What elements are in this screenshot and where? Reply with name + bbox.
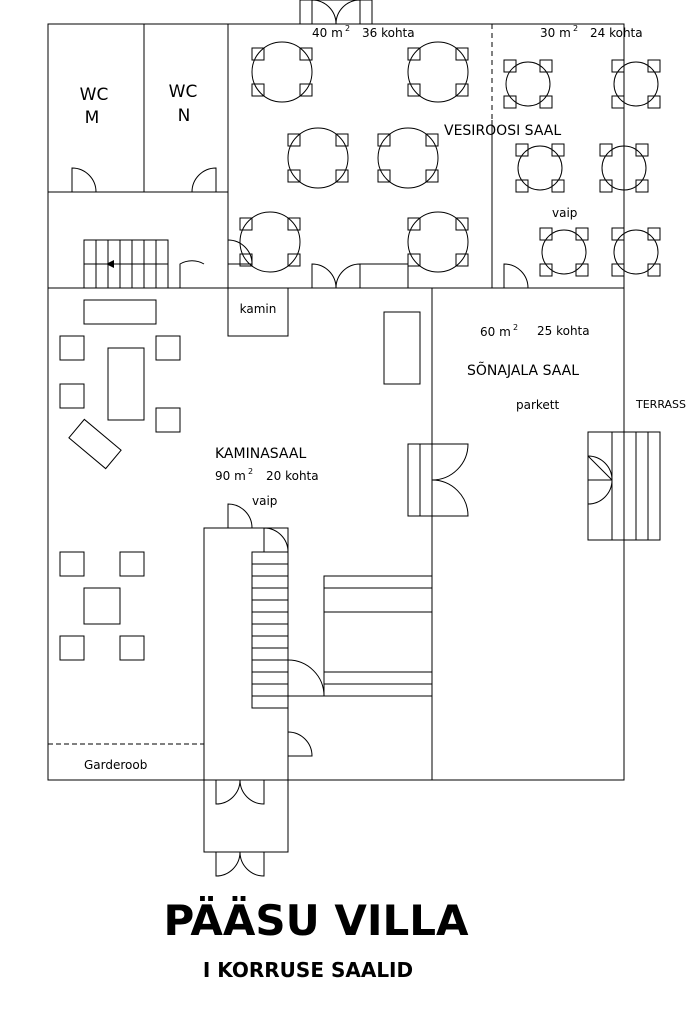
chair bbox=[539, 95, 553, 109]
round-table bbox=[251, 41, 313, 103]
chair bbox=[551, 143, 565, 157]
stairs-upper bbox=[83, 239, 169, 289]
vesiroosi-area-sup: 2 bbox=[573, 24, 578, 33]
chair bbox=[539, 263, 553, 277]
chair bbox=[239, 253, 253, 267]
chair bbox=[335, 169, 349, 183]
chair bbox=[611, 95, 625, 109]
small-table bbox=[599, 143, 649, 193]
hall40-area: 40 m bbox=[312, 26, 343, 40]
wc-m-line1: WC bbox=[80, 85, 109, 105]
sonajala-area-sup: 2 bbox=[513, 323, 518, 332]
chair bbox=[455, 47, 469, 61]
chair bbox=[611, 227, 625, 241]
lower-block-outline bbox=[47, 287, 625, 781]
sonajala-floor: parkett bbox=[516, 398, 560, 412]
chair bbox=[647, 59, 661, 73]
chair bbox=[455, 253, 469, 267]
chair bbox=[599, 179, 613, 193]
chair bbox=[407, 253, 421, 267]
wc-m-line2: M bbox=[85, 108, 100, 128]
vesiroosi-name: VESIROOSI SAAL bbox=[444, 123, 561, 139]
small-table bbox=[611, 227, 661, 277]
vesiroosi-area: 30 m bbox=[540, 26, 571, 40]
round-table bbox=[239, 211, 301, 273]
kamin-box bbox=[227, 287, 289, 337]
chair bbox=[239, 217, 253, 231]
page-subtitle: I KORRUSE SAALID bbox=[203, 958, 413, 982]
chair bbox=[377, 169, 391, 183]
hall40-seats: 36 kohta bbox=[362, 26, 415, 40]
top-block-outline bbox=[47, 23, 625, 289]
round-table bbox=[407, 41, 469, 103]
terrass-label: TERRASS bbox=[635, 398, 686, 411]
kaminasaal-area-sup: 2 bbox=[248, 467, 253, 476]
chair bbox=[599, 143, 613, 157]
chair bbox=[539, 59, 553, 73]
chair bbox=[647, 263, 661, 277]
chair bbox=[503, 95, 517, 109]
chair bbox=[515, 179, 529, 193]
sonajala-area: 60 m bbox=[480, 325, 511, 339]
chair bbox=[299, 83, 313, 97]
round-table bbox=[287, 127, 349, 189]
terrace-steps bbox=[587, 431, 661, 541]
chair bbox=[335, 133, 349, 147]
chair bbox=[515, 143, 529, 157]
chair bbox=[455, 217, 469, 231]
chair bbox=[503, 59, 517, 73]
kaminasaal-furniture bbox=[59, 299, 421, 661]
vesiroosi-seats: 24 kohta bbox=[590, 26, 643, 40]
vesiroosi-floor: vaip bbox=[552, 206, 577, 220]
labels: WC M WC N 40 m 2 36 kohta 30 m 2 24 koht… bbox=[80, 24, 686, 982]
chair bbox=[635, 179, 649, 193]
small-table bbox=[515, 143, 565, 193]
hall40-area-sup: 2 bbox=[345, 24, 350, 33]
chair bbox=[251, 47, 265, 61]
chair bbox=[287, 217, 301, 231]
chair bbox=[539, 227, 553, 241]
counter-block bbox=[323, 575, 433, 697]
garderoob-label: Garderoob bbox=[84, 758, 147, 772]
wc-n-line2: N bbox=[178, 106, 191, 126]
kamin-label: kamin bbox=[240, 302, 277, 316]
kaminasaal-area: 90 m bbox=[215, 469, 246, 483]
page-title: PÄÄSU VILLA bbox=[163, 895, 469, 945]
round-tables bbox=[239, 41, 661, 277]
kaminasaal-floor: vaip bbox=[252, 494, 277, 508]
chair bbox=[407, 47, 421, 61]
chair bbox=[287, 169, 301, 183]
small-table bbox=[539, 227, 589, 277]
chair bbox=[251, 83, 265, 97]
chair bbox=[299, 47, 313, 61]
sonajala-seats: 25 kohta bbox=[537, 324, 590, 338]
wc-n-line1: WC bbox=[169, 82, 198, 102]
chair bbox=[647, 227, 661, 241]
chair bbox=[407, 83, 421, 97]
stairs-central bbox=[251, 551, 289, 709]
chair bbox=[647, 95, 661, 109]
sonajala-name: SÕNAJALA SAAL bbox=[467, 362, 579, 379]
small-table bbox=[611, 59, 661, 109]
kaminasaal-seats: 20 kohta bbox=[266, 469, 319, 483]
round-table bbox=[407, 211, 469, 273]
chair bbox=[551, 179, 565, 193]
chair bbox=[425, 133, 439, 147]
chair bbox=[635, 143, 649, 157]
chair bbox=[611, 59, 625, 73]
chair bbox=[455, 83, 469, 97]
chair bbox=[407, 217, 421, 231]
chair bbox=[575, 227, 589, 241]
chair bbox=[425, 169, 439, 183]
chair bbox=[611, 263, 625, 277]
chair bbox=[377, 133, 391, 147]
chair bbox=[287, 133, 301, 147]
kaminasaal-name: KAMINASAAL bbox=[215, 446, 306, 462]
round-table bbox=[377, 127, 439, 189]
entrance-corridor bbox=[203, 527, 289, 853]
small-table bbox=[503, 59, 553, 109]
chair bbox=[575, 263, 589, 277]
chair bbox=[287, 253, 301, 267]
